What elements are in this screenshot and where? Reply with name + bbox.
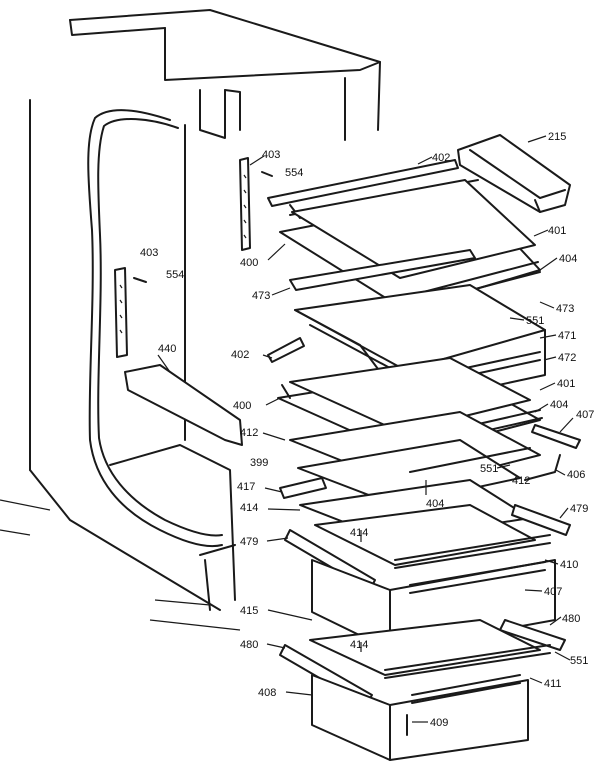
bracket-407 <box>531 424 581 449</box>
label-407-bracket: 407 <box>576 409 594 421</box>
shelf-rail-402-top <box>267 159 459 207</box>
label-403-lower: 403 <box>140 247 158 259</box>
label-479-right: 479 <box>570 503 588 515</box>
label-554-upper: 554 <box>285 167 303 179</box>
label-480-right: 480 <box>562 613 580 625</box>
label-414-low: 414 <box>350 639 368 651</box>
label-404-low: 404 <box>426 498 444 510</box>
label-215: 215 <box>548 131 566 143</box>
label-414-mid: 414 <box>350 527 368 539</box>
label-411: 411 <box>544 678 562 690</box>
shelf-ladder-lower <box>114 267 128 358</box>
label-473-left: 473 <box>252 290 270 302</box>
screw-554-lower <box>133 277 147 283</box>
cabinet-liner <box>0 9 381 631</box>
rail-402-mid <box>267 337 305 363</box>
glass-414-low <box>309 619 541 676</box>
label-401-top: 401 <box>548 225 566 237</box>
drawer-rail-480-right <box>499 619 566 651</box>
label-440: 440 <box>158 343 176 355</box>
leader-lines <box>157 135 574 723</box>
shelf-ladder-upper <box>239 157 251 251</box>
label-412-left: 412 <box>240 427 258 439</box>
label-407-drawer: 407 <box>544 586 562 598</box>
label-417: 417 <box>237 481 255 493</box>
label-410: 410 <box>560 559 578 571</box>
label-402-mid: 402 <box>231 349 249 361</box>
label-400-top: 400 <box>240 257 258 269</box>
drawer-408 <box>311 674 529 761</box>
label-403-upper: 403 <box>262 149 280 161</box>
drawer-rail-479-right <box>511 504 571 536</box>
drawer-411-frame <box>384 644 551 679</box>
cover-440 <box>124 364 243 446</box>
bracket-406 <box>524 454 561 481</box>
label-551-upper: 551 <box>526 315 544 327</box>
label-551-low: 551 <box>570 655 588 667</box>
label-412-right: 412 <box>512 475 530 487</box>
label-402-top: 402 <box>432 152 450 164</box>
shelf-trim-404-low <box>409 447 531 473</box>
drawer-cover-473 <box>289 249 476 291</box>
label-400-mid: 400 <box>233 400 251 412</box>
label-406: 406 <box>567 469 585 481</box>
door-gasket <box>87 109 223 548</box>
label-404-top: 404 <box>559 253 577 265</box>
slide-417 <box>279 477 327 499</box>
dairy-bin-215 <box>457 134 571 213</box>
label-554-lower: 554 <box>166 269 184 281</box>
label-404-mid: 404 <box>550 399 568 411</box>
label-473-right: 473 <box>556 303 574 315</box>
label-471: 471 <box>558 330 576 342</box>
label-409: 409 <box>430 717 448 729</box>
part-labels: 215 402 403 554 401 400 404 403 554 473 … <box>140 131 594 729</box>
glass-401-mid <box>289 357 531 433</box>
drawer-410-frame <box>394 534 551 569</box>
label-472: 472 <box>558 352 576 364</box>
label-551-mid: 551 <box>480 463 498 475</box>
label-414-upper: 414 <box>240 502 258 514</box>
glass-401-top <box>291 179 536 279</box>
screw-554-upper <box>261 171 273 177</box>
label-415: 415 <box>240 605 258 617</box>
glass-414-mid <box>314 504 536 566</box>
label-479-left: 479 <box>240 536 258 548</box>
label-408: 408 <box>258 687 276 699</box>
label-399: 399 <box>250 457 268 469</box>
label-401-mid: 401 <box>557 378 575 390</box>
label-480-left: 480 <box>240 639 258 651</box>
